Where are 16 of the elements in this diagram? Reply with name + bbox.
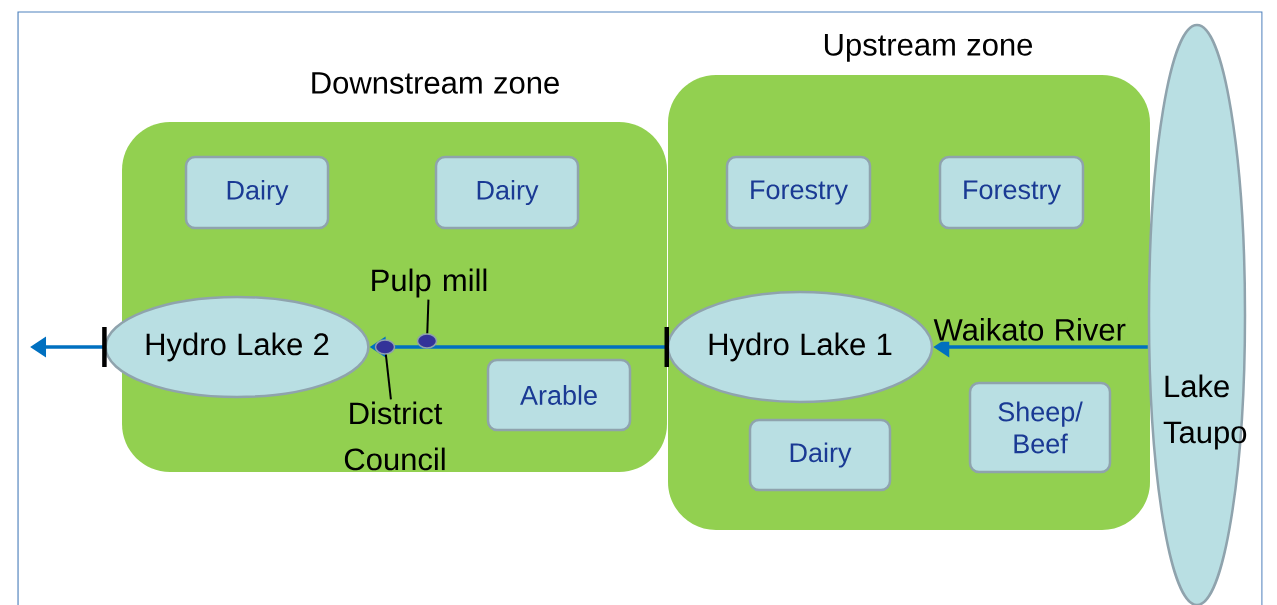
site-label: District Council (344, 401, 445, 471)
land-use-box: Arable (486, 358, 632, 432)
land-use-box: Forestry (938, 155, 1085, 230)
discharge-point (416, 333, 438, 349)
zone-heading: Downstream zone (312, 72, 559, 94)
discharge-point (374, 339, 396, 355)
site-label: Pulp mill (372, 268, 487, 298)
zone-heading: Upstream zone (824, 34, 1033, 62)
land-use-box: Sheep/ Beef (968, 381, 1112, 474)
edge-label: Waikato River (932, 317, 1127, 342)
leader-line (384, 353, 392, 401)
land-use-box: Dairy (748, 418, 892, 492)
land-use-box: Dairy (434, 155, 580, 230)
land-use-box: Forestry (725, 155, 872, 230)
leader-line (426, 298, 430, 335)
land-use-box: Dairy (184, 155, 330, 230)
